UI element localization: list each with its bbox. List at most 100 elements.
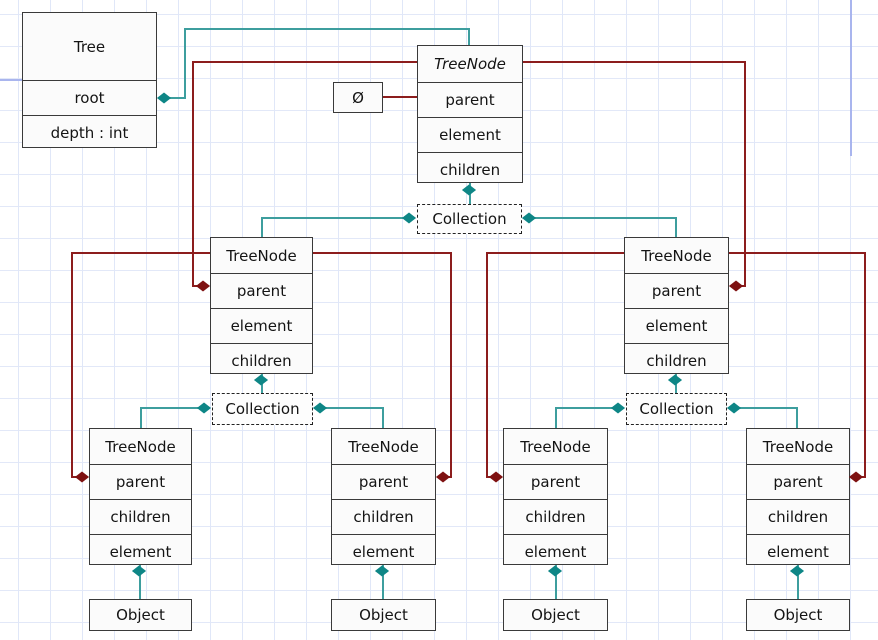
connector-midleft-r-seg2 (450, 252, 452, 478)
attribute-element: element (625, 309, 728, 344)
connector-leaf2-object (382, 565, 384, 599)
collection-label: Collection (639, 400, 714, 418)
connector-colright-left-seg1 (555, 407, 619, 409)
connector-root-seg4 (468, 28, 470, 46)
attribute-children: children (747, 500, 849, 535)
reference-diamond-icon (195, 280, 211, 292)
class-box-tree[interactable]: Tree root depth : int (22, 12, 157, 148)
class-title-treenode: TreeNode (747, 429, 849, 465)
connector-midright-l-seg1 (486, 252, 624, 254)
collection-label: Collection (432, 210, 507, 228)
attribute-element: element (109, 543, 172, 561)
attribute-element: element (767, 543, 829, 561)
class-box-treenode-mid-left[interactable]: TreeNode parent element children (210, 237, 313, 374)
class-box-treenode-leaf-2[interactable]: TreeNode parent children element (331, 428, 436, 565)
attribute-parent: parent (504, 465, 607, 500)
connector-coltop-right-seg1 (533, 217, 677, 219)
attribute-tree-depth: depth : int (50, 124, 129, 142)
collection-box-right[interactable]: Collection (626, 393, 727, 425)
class-title-tree: Tree (23, 13, 156, 81)
class-title-treenode: TreeNode (504, 429, 607, 465)
aggregation-diamond-icon (156, 92, 172, 104)
collection-box-left[interactable]: Collection (212, 393, 313, 425)
reference-diamond-icon (435, 471, 451, 483)
class-title-object: Object (359, 606, 408, 624)
aggregation-diamond-icon (401, 212, 417, 224)
attribute-parent: parent (90, 465, 191, 500)
connector-midleft-l-seg2 (71, 252, 73, 478)
connector-colleft-left-seg2 (140, 407, 142, 428)
class-box-treenode-abstract[interactable]: TreeNode parent element children (417, 45, 523, 183)
connector-midleft-r-seg1 (313, 252, 452, 254)
attribute-element: element (524, 543, 587, 561)
connector-colright-right-seg1 (734, 407, 798, 409)
class-title-treenode: TreeNode (625, 238, 728, 274)
reference-diamond-icon (74, 471, 90, 483)
aggregation-diamond-icon (312, 402, 328, 414)
null-object-box[interactable]: Ø (333, 82, 383, 113)
vertical-guide-line (850, 0, 852, 156)
connector-leaf1-object (139, 565, 141, 599)
attribute-children: children (646, 352, 707, 370)
attribute-parent: parent (211, 274, 312, 309)
aggregation-diamond-icon (610, 402, 626, 414)
attribute-parent: parent (418, 83, 522, 118)
connector-colright-right-seg2 (796, 407, 798, 428)
connector-leaf3-object (555, 565, 557, 599)
attribute-children: children (231, 352, 292, 370)
reference-diamond-icon (728, 280, 744, 292)
attribute-parent: parent (747, 465, 849, 500)
class-title-object: Object (116, 606, 165, 624)
null-symbol: Ø (352, 88, 364, 107)
class-box-object-3[interactable]: Object (503, 599, 608, 631)
collection-label: Collection (225, 400, 300, 418)
reference-diamond-icon (848, 471, 864, 483)
class-title-treenode-abstract: TreeNode (418, 46, 522, 83)
connector-coltop-left-seg2 (261, 217, 263, 237)
connector-colright-left-seg2 (555, 407, 557, 428)
connector-abs-left-seg1 (192, 61, 417, 63)
class-title-treenode: TreeNode (211, 238, 312, 274)
aggregation-diamond-icon (726, 402, 742, 414)
class-box-treenode-leaf-1[interactable]: TreeNode parent children element (89, 428, 192, 565)
attribute-children: children (504, 500, 607, 535)
connector-coltop-right-seg2 (675, 217, 677, 237)
class-title-treenode: TreeNode (332, 429, 435, 465)
attribute-element: element (418, 118, 522, 153)
class-box-object-2[interactable]: Object (331, 599, 436, 631)
connector-leaf4-object (797, 565, 799, 599)
aggregation-diamond-icon (521, 212, 537, 224)
class-title-object: Object (773, 606, 823, 624)
attribute-tree-root: root (23, 81, 156, 116)
class-box-treenode-mid-right[interactable]: TreeNode parent element children (624, 237, 729, 374)
class-box-object-4[interactable]: Object (746, 599, 850, 631)
horizontal-guide-line (0, 79, 22, 81)
connector-abs-right-seg1 (523, 61, 746, 63)
attribute-parent: parent (625, 274, 728, 309)
collection-box-top[interactable]: Collection (417, 204, 522, 234)
connector-abs-right-seg2 (744, 61, 746, 287)
connector-midright-l-seg2 (486, 252, 488, 478)
class-box-treenode-leaf-4[interactable]: TreeNode parent children element (746, 428, 850, 565)
connector-coltop-left-seg1 (261, 217, 406, 219)
attribute-children: children (439, 161, 501, 179)
class-box-object-1[interactable]: Object (89, 599, 192, 631)
class-title-object: Object (531, 606, 580, 624)
connector-root-seg3 (184, 28, 470, 30)
connector-colleft-right-seg1 (320, 407, 383, 409)
attribute-element: element (211, 309, 312, 344)
connector-colleft-left-seg1 (140, 407, 205, 409)
class-box-treenode-leaf-3[interactable]: TreeNode parent children element (503, 428, 608, 565)
attribute-children: children (332, 500, 435, 535)
attribute-parent: parent (332, 465, 435, 500)
attribute-children: children (90, 500, 191, 535)
connector-root-seg1 (164, 97, 186, 99)
aggregation-diamond-icon (196, 402, 212, 414)
class-title-treenode: TreeNode (90, 429, 191, 465)
attribute-element: element (352, 543, 415, 561)
connector-null-parent (383, 96, 417, 98)
connector-root-seg2 (184, 28, 186, 99)
connector-abs-left-seg2 (192, 61, 194, 287)
connector-midleft-l-seg1 (71, 252, 210, 254)
